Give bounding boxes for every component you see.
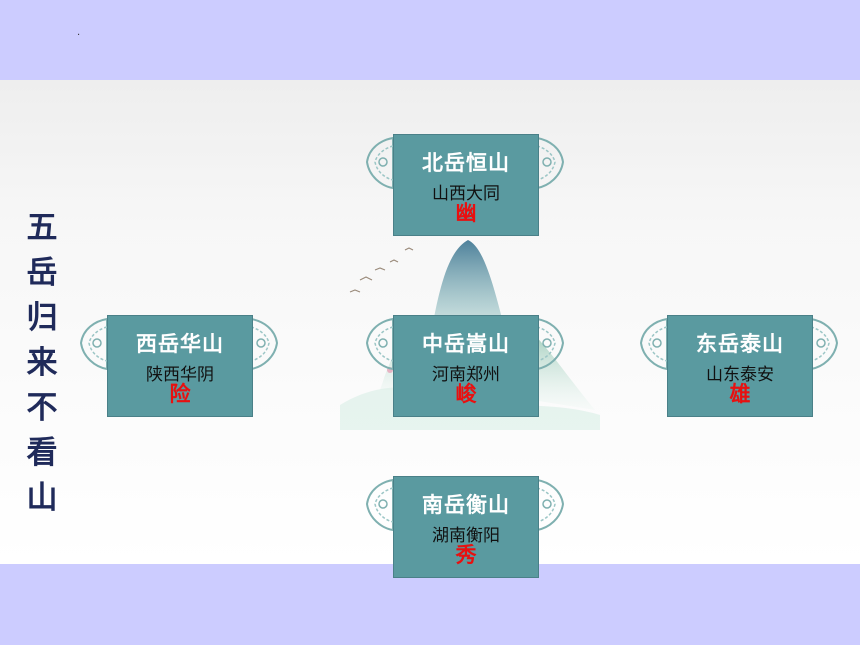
mountain-location: 河南郑州: [432, 365, 500, 385]
lace-ornament-icon: [536, 317, 565, 371]
mountain-card: 北岳恒山 幽 山西大同: [393, 134, 539, 236]
title-char: 来: [26, 345, 58, 381]
lace-ornament-icon: [365, 317, 394, 371]
mountain-card: 南岳衡山 秀 湖南衡阳: [393, 476, 539, 578]
vertical-title: 五 岳 归 来 不 看 山: [24, 206, 60, 521]
lace-ornament-icon: [536, 136, 565, 190]
mountain-trait: 险: [169, 382, 191, 406]
lace-ornament-icon: [639, 317, 668, 371]
mountain-location: 山东泰安: [706, 365, 774, 385]
lace-ornament-icon: [79, 317, 108, 371]
title-char: 看: [26, 435, 58, 471]
title-char: 岳: [26, 255, 58, 291]
lace-ornament-icon: [365, 136, 394, 190]
title-char: 五: [26, 210, 58, 246]
mountain-trait: 雄: [729, 382, 751, 406]
mountain-name: 中岳嵩山: [422, 332, 510, 356]
mountain-card: 中岳嵩山 峻 河南郑州: [393, 315, 539, 417]
mountain-name: 西岳华山: [136, 332, 224, 356]
card-center: 中岳嵩山 峻 河南郑州: [365, 315, 593, 420]
title-char: 归: [26, 300, 58, 336]
title-char: 山: [26, 480, 58, 516]
mountain-location: 山西大同: [432, 184, 500, 204]
mountain-trait: 幽: [455, 201, 477, 225]
mountain-name: 北岳恒山: [422, 151, 510, 175]
title-char: 不: [26, 390, 58, 426]
mountain-name: 东岳泰山: [696, 332, 784, 356]
lace-ornament-icon: [365, 478, 394, 532]
mountain-card: 东岳泰山 雄 山东泰安: [667, 315, 813, 417]
mountain-trait: 秀: [455, 543, 477, 567]
mountain-location: 陕西华阴: [146, 365, 214, 385]
top-band: .: [0, 0, 860, 80]
mountain-name: 南岳衡山: [422, 493, 510, 517]
card-east: 东岳泰山 雄 山东泰安: [639, 315, 860, 420]
mountain-card: 西岳华山 险 陕西华阴: [107, 315, 253, 417]
lace-ornament-icon: [250, 317, 279, 371]
mountain-trait: 峻: [455, 382, 477, 406]
card-west: 西岳华山 险 陕西华阴: [79, 315, 307, 420]
card-north: 北岳恒山 幽 山西大同: [365, 134, 593, 239]
lace-ornament-icon: [810, 317, 839, 371]
mountain-location: 湖南衡阳: [432, 526, 500, 546]
card-south: 南岳衡山 秀 湖南衡阳: [365, 476, 593, 581]
header-mark: .: [77, 27, 81, 38]
lace-ornament-icon: [536, 478, 565, 532]
